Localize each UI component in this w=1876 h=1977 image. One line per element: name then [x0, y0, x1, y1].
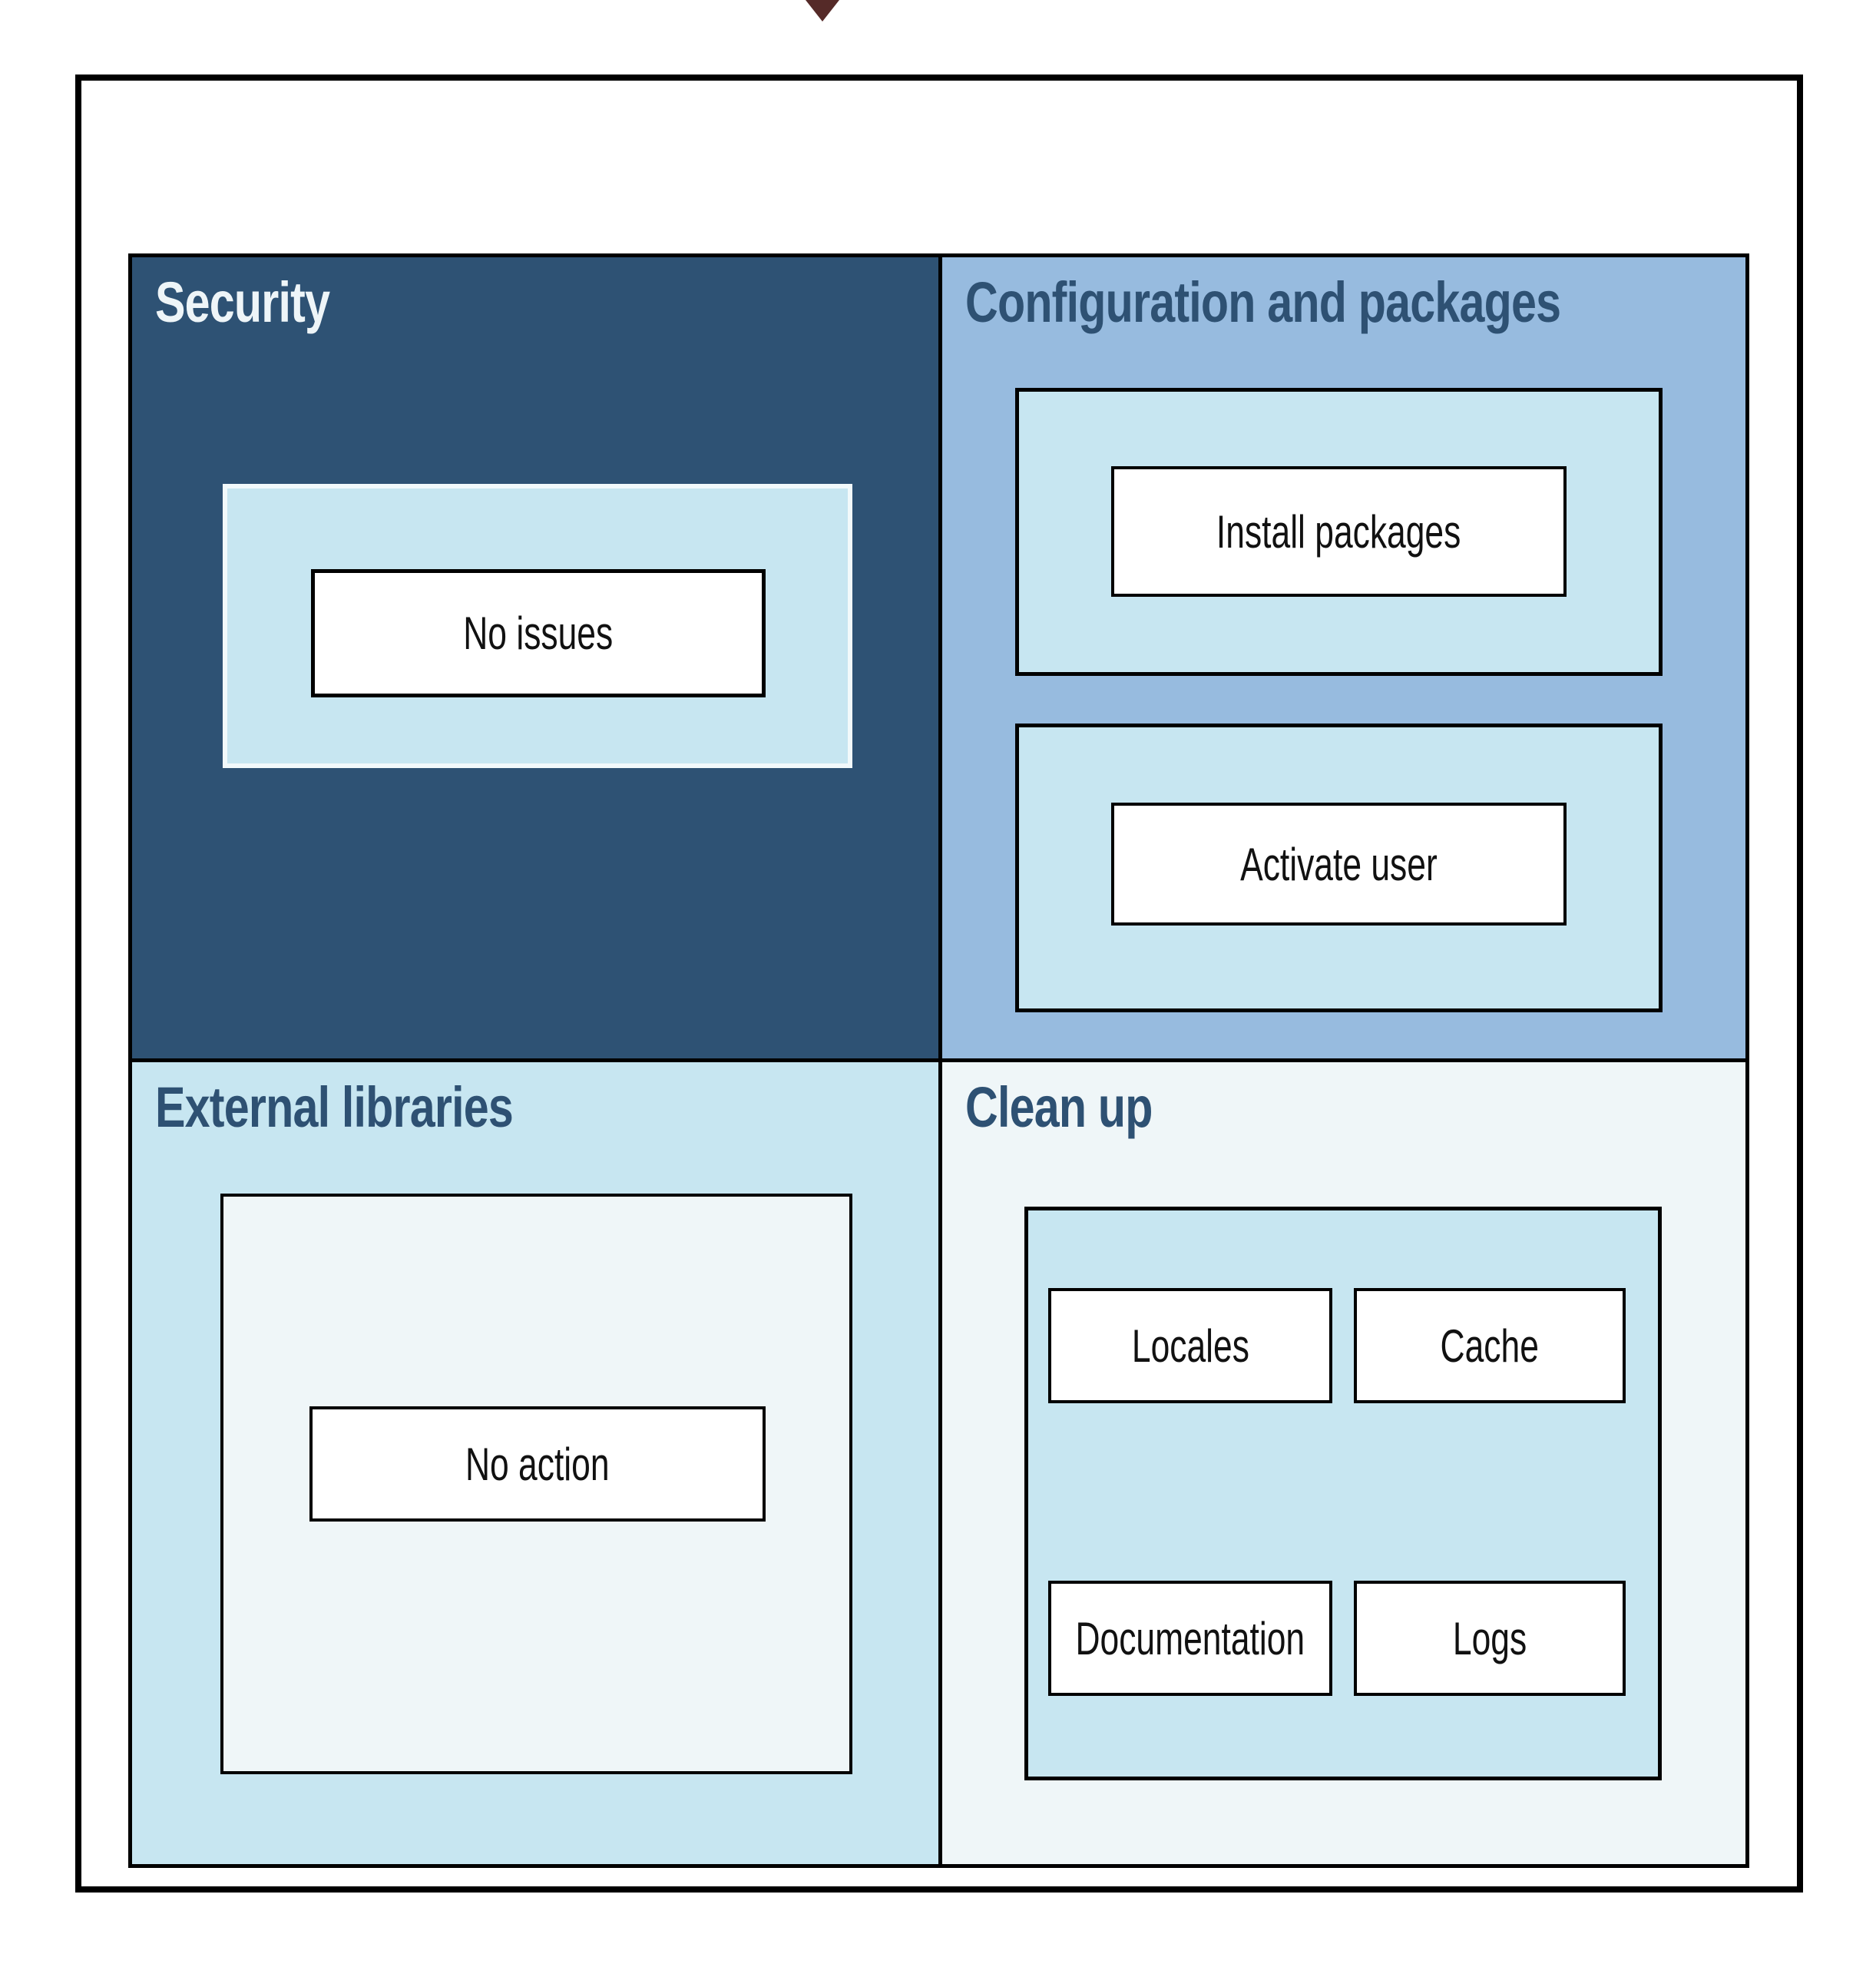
- quadrant-configuration-and-packages: Configuration and packages Install packa…: [942, 257, 1745, 1058]
- quadrant-security-title-text: Security: [155, 270, 330, 334]
- quadrant-configuration-title: Configuration and packages: [965, 270, 1709, 334]
- node-logs[interactable]: Logs: [1354, 1581, 1626, 1696]
- node-cache-label: Cache: [1440, 1320, 1540, 1372]
- node-locales[interactable]: Locales: [1048, 1288, 1332, 1403]
- activate-user-group-box: Activate user: [1015, 724, 1663, 1012]
- node-activate-user[interactable]: Activate user: [1111, 803, 1567, 926]
- node-logs-label: Logs: [1452, 1612, 1527, 1664]
- node-activate-user-label: Activate user: [1240, 838, 1438, 890]
- node-documentation-label: Documentation: [1075, 1612, 1305, 1664]
- node-no-action[interactable]: No action: [309, 1406, 766, 1522]
- node-locales-label: Locales: [1131, 1320, 1249, 1372]
- security-group-box: No issues: [223, 484, 852, 768]
- quadrant-clean-up-title: Clean up: [965, 1075, 1199, 1139]
- down-arrow-icon: [806, 0, 839, 22]
- quadrant-external-libraries: External libraries No action: [132, 1062, 938, 1864]
- quadrant-security-title: Security: [155, 270, 373, 334]
- clean-up-group-box: Locales Cache Documentation Logs: [1024, 1207, 1662, 1780]
- quadrant-clean-up-title-text: Clean up: [965, 1075, 1153, 1139]
- quadrant-external-libraries-title-text: External libraries: [155, 1075, 514, 1139]
- quadrant-clean-up: Clean up Locales Cache Documentation Log…: [942, 1062, 1745, 1864]
- node-no-issues-label: No issues: [463, 608, 614, 659]
- node-install-packages[interactable]: Install packages: [1111, 466, 1567, 597]
- quadrant-grid: Security No issues Configuration and pac…: [128, 253, 1749, 1868]
- external-libraries-group-box: No action: [220, 1194, 852, 1774]
- install-packages-group-box: Install packages: [1015, 388, 1663, 676]
- node-install-packages-label: Install packages: [1216, 505, 1461, 558]
- outer-frame: Security No issues Configuration and pac…: [75, 75, 1803, 1893]
- quadrant-security: Security No issues: [132, 257, 938, 1058]
- node-no-action-label: No action: [465, 1438, 610, 1490]
- node-cache[interactable]: Cache: [1354, 1288, 1626, 1403]
- node-documentation[interactable]: Documentation: [1048, 1581, 1332, 1696]
- quadrant-configuration-title-text: Configuration and packages: [965, 270, 1561, 334]
- node-no-issues[interactable]: No issues: [311, 569, 766, 697]
- quadrant-external-libraries-title: External libraries: [155, 1075, 603, 1139]
